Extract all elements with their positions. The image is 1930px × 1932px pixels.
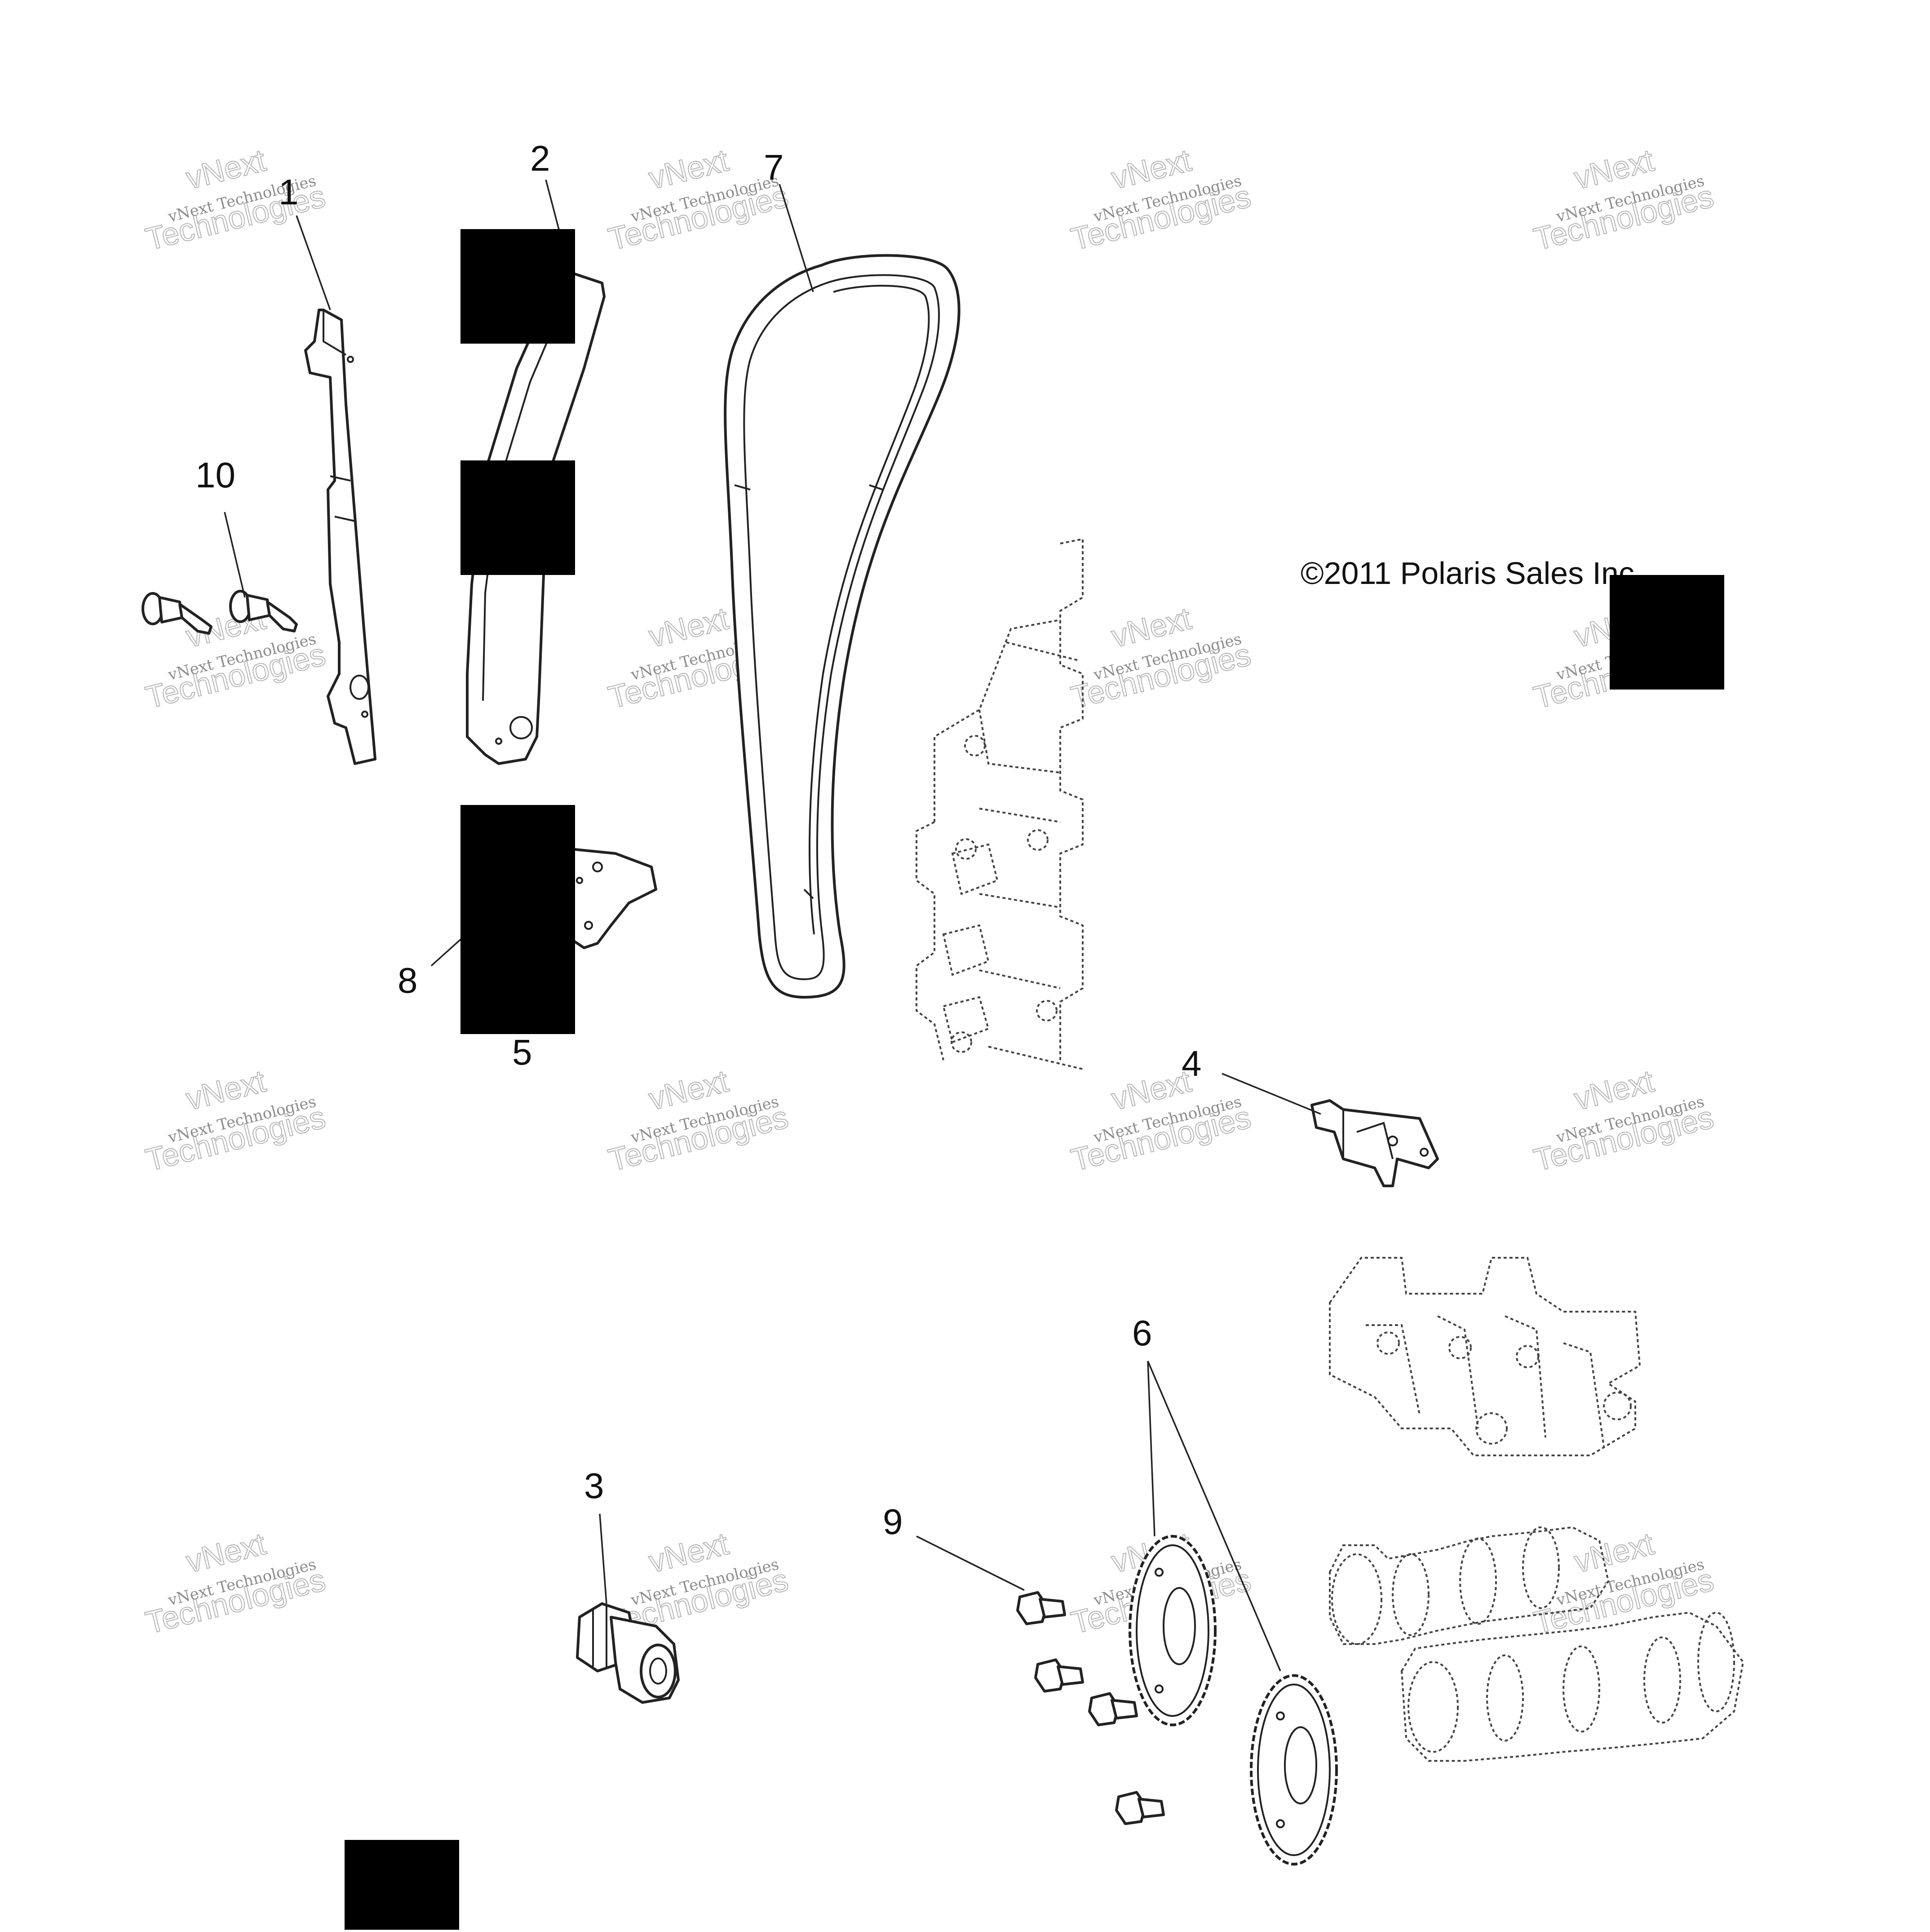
callout-7: 7 (764, 147, 784, 187)
watermark: Technologies vNext Technologies vNext (1530, 1525, 1718, 1641)
sprocket-bolt (1034, 1658, 1084, 1693)
watermark: Technologies vNext Technologies vNext (1067, 142, 1255, 257)
sprocket-bolt (1016, 1591, 1066, 1625)
callout-8: 8 (398, 960, 418, 1000)
callout-9: 9 (883, 1502, 903, 1542)
copyright-notice: ©2011 Polaris Sales Inc. (1301, 556, 1643, 591)
callout-2: 2 (530, 138, 550, 178)
sprocket-bolt (1088, 1692, 1138, 1726)
cam-sprocket-upper (1129, 1535, 1217, 1726)
redaction-boxes (345, 229, 1724, 1930)
watermark: Technologies vNext Technologies vNext (1067, 1063, 1255, 1178)
watermark: Technologies vNext Technologies vNext (142, 1525, 329, 1641)
watermark: Technologies vNext Technologies vNext (1067, 600, 1255, 716)
cam-chain-tensioner (576, 1602, 680, 1704)
watermark: Technologies vNext Technologies vNext (142, 1063, 329, 1178)
redaction-box (460, 229, 575, 344)
pivot-bolts (142, 590, 298, 635)
tensioner-guide-block (1310, 1099, 1439, 1187)
lower-chain-guide (569, 848, 657, 949)
engine-head-reference (916, 538, 1084, 1070)
cam-sprockets (1129, 1535, 1338, 1866)
redaction-box (460, 805, 575, 1034)
chain-guide-fixed (304, 309, 376, 765)
pivot-bolt (229, 590, 298, 632)
watermark: Technologies vNext Technologies vNext (605, 1063, 792, 1178)
watermark: Technologies vNext Technologies vNext (605, 142, 792, 257)
cam-sprocket-lower (1250, 1674, 1338, 1866)
timing-chain (724, 254, 961, 999)
cam-carrier-reference (1329, 1257, 1641, 1456)
sprocket-bolt (1115, 1791, 1165, 1825)
redaction-box (345, 1840, 459, 1930)
sprocket-bolts (1016, 1591, 1165, 1825)
callout-1: 1 (279, 172, 299, 212)
callout-5: 5 (512, 1032, 532, 1072)
callout-labels: 1 2 7 10 8 5 4 6 3 9 (195, 138, 1202, 1542)
watermark: Technologies vNext Technologies vNext (1530, 142, 1718, 257)
watermark: Technologies vNext Technologies vNext (1530, 1063, 1718, 1178)
camshaft-reference (1329, 1526, 1744, 1762)
callout-3: 3 (584, 1466, 604, 1506)
watermark: Technologies vNext Technologies vNext (142, 142, 329, 257)
redaction-box (1610, 575, 1724, 690)
callout-4: 4 (1182, 1043, 1202, 1083)
pivot-bolt (142, 592, 212, 635)
redaction-box (460, 460, 575, 575)
callout-6: 6 (1132, 1313, 1152, 1353)
callout-10: 10 (195, 455, 235, 495)
